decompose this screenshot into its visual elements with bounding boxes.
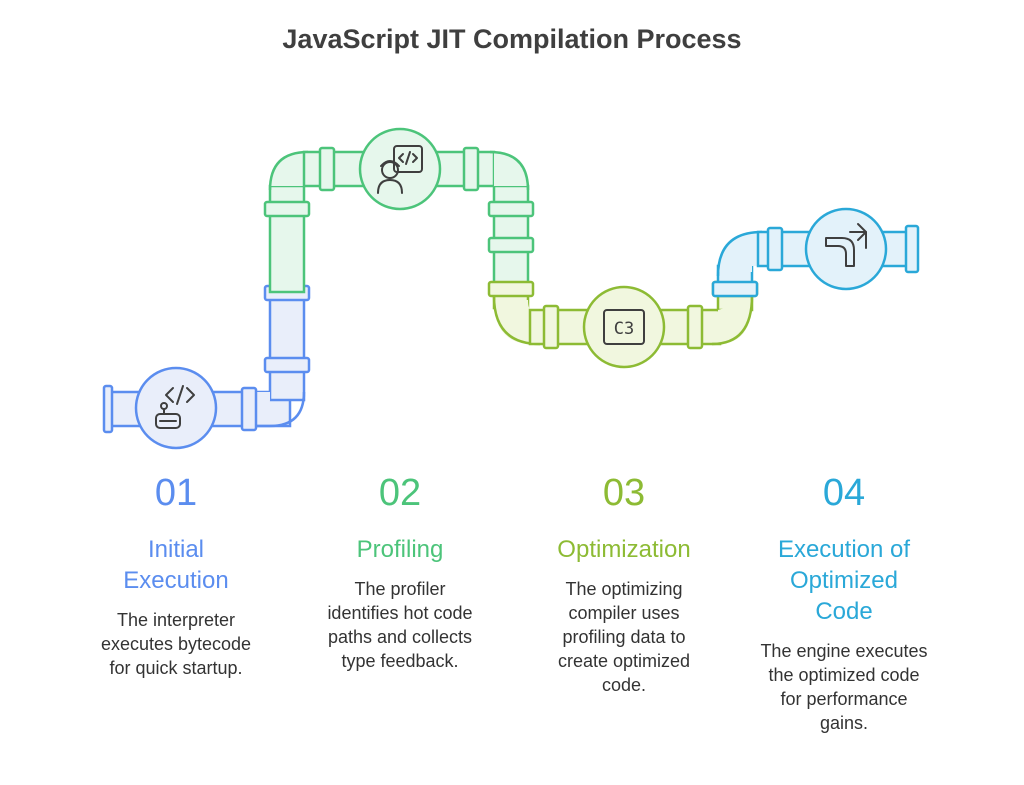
- step-heading: Initial Execution: [123, 536, 229, 594]
- step-description: The interpreter executes bytecode for qu…: [100, 610, 252, 678]
- page-title: JavaScript JIT Compilation Process: [282, 24, 742, 54]
- pipe-segment-4: [711, 207, 920, 298]
- pipe-segment-1: [102, 284, 311, 450]
- step-2: 02 Profiling The profiler identifies hot…: [290, 474, 510, 673]
- step-description: The profiler identifies hot code paths a…: [327, 579, 473, 671]
- turn-arrows-icon: [825, 223, 867, 267]
- pipe-segment-2: [263, 127, 535, 294]
- step-heading: Execution of Optimized Code: [777, 536, 911, 625]
- robot-code-icon: [155, 385, 195, 429]
- step-number: 04: [822, 472, 866, 514]
- step-1: 01 Initial Execution The interpreter exe…: [66, 474, 286, 680]
- step-heading: Optimization: [557, 536, 691, 563]
- step-3: 03 Optimization The optimizing compiler …: [514, 474, 734, 697]
- step-description: The engine executes the optimized code f…: [760, 641, 928, 733]
- step-number: 01: [154, 472, 198, 514]
- pipe-segment-3: C3: [487, 280, 759, 369]
- chip-label: C3: [614, 319, 634, 339]
- step-description: The optimizing compiler uses profiling d…: [557, 579, 691, 695]
- chip-c3-icon: C3: [603, 309, 645, 345]
- step-number: 02: [378, 472, 422, 514]
- developer-code-icon: [377, 145, 423, 194]
- step-heading: Profiling: [356, 536, 444, 563]
- step-number: 03: [602, 472, 646, 514]
- step-4: 04 Execution of Optimized Code The engin…: [734, 474, 954, 735]
